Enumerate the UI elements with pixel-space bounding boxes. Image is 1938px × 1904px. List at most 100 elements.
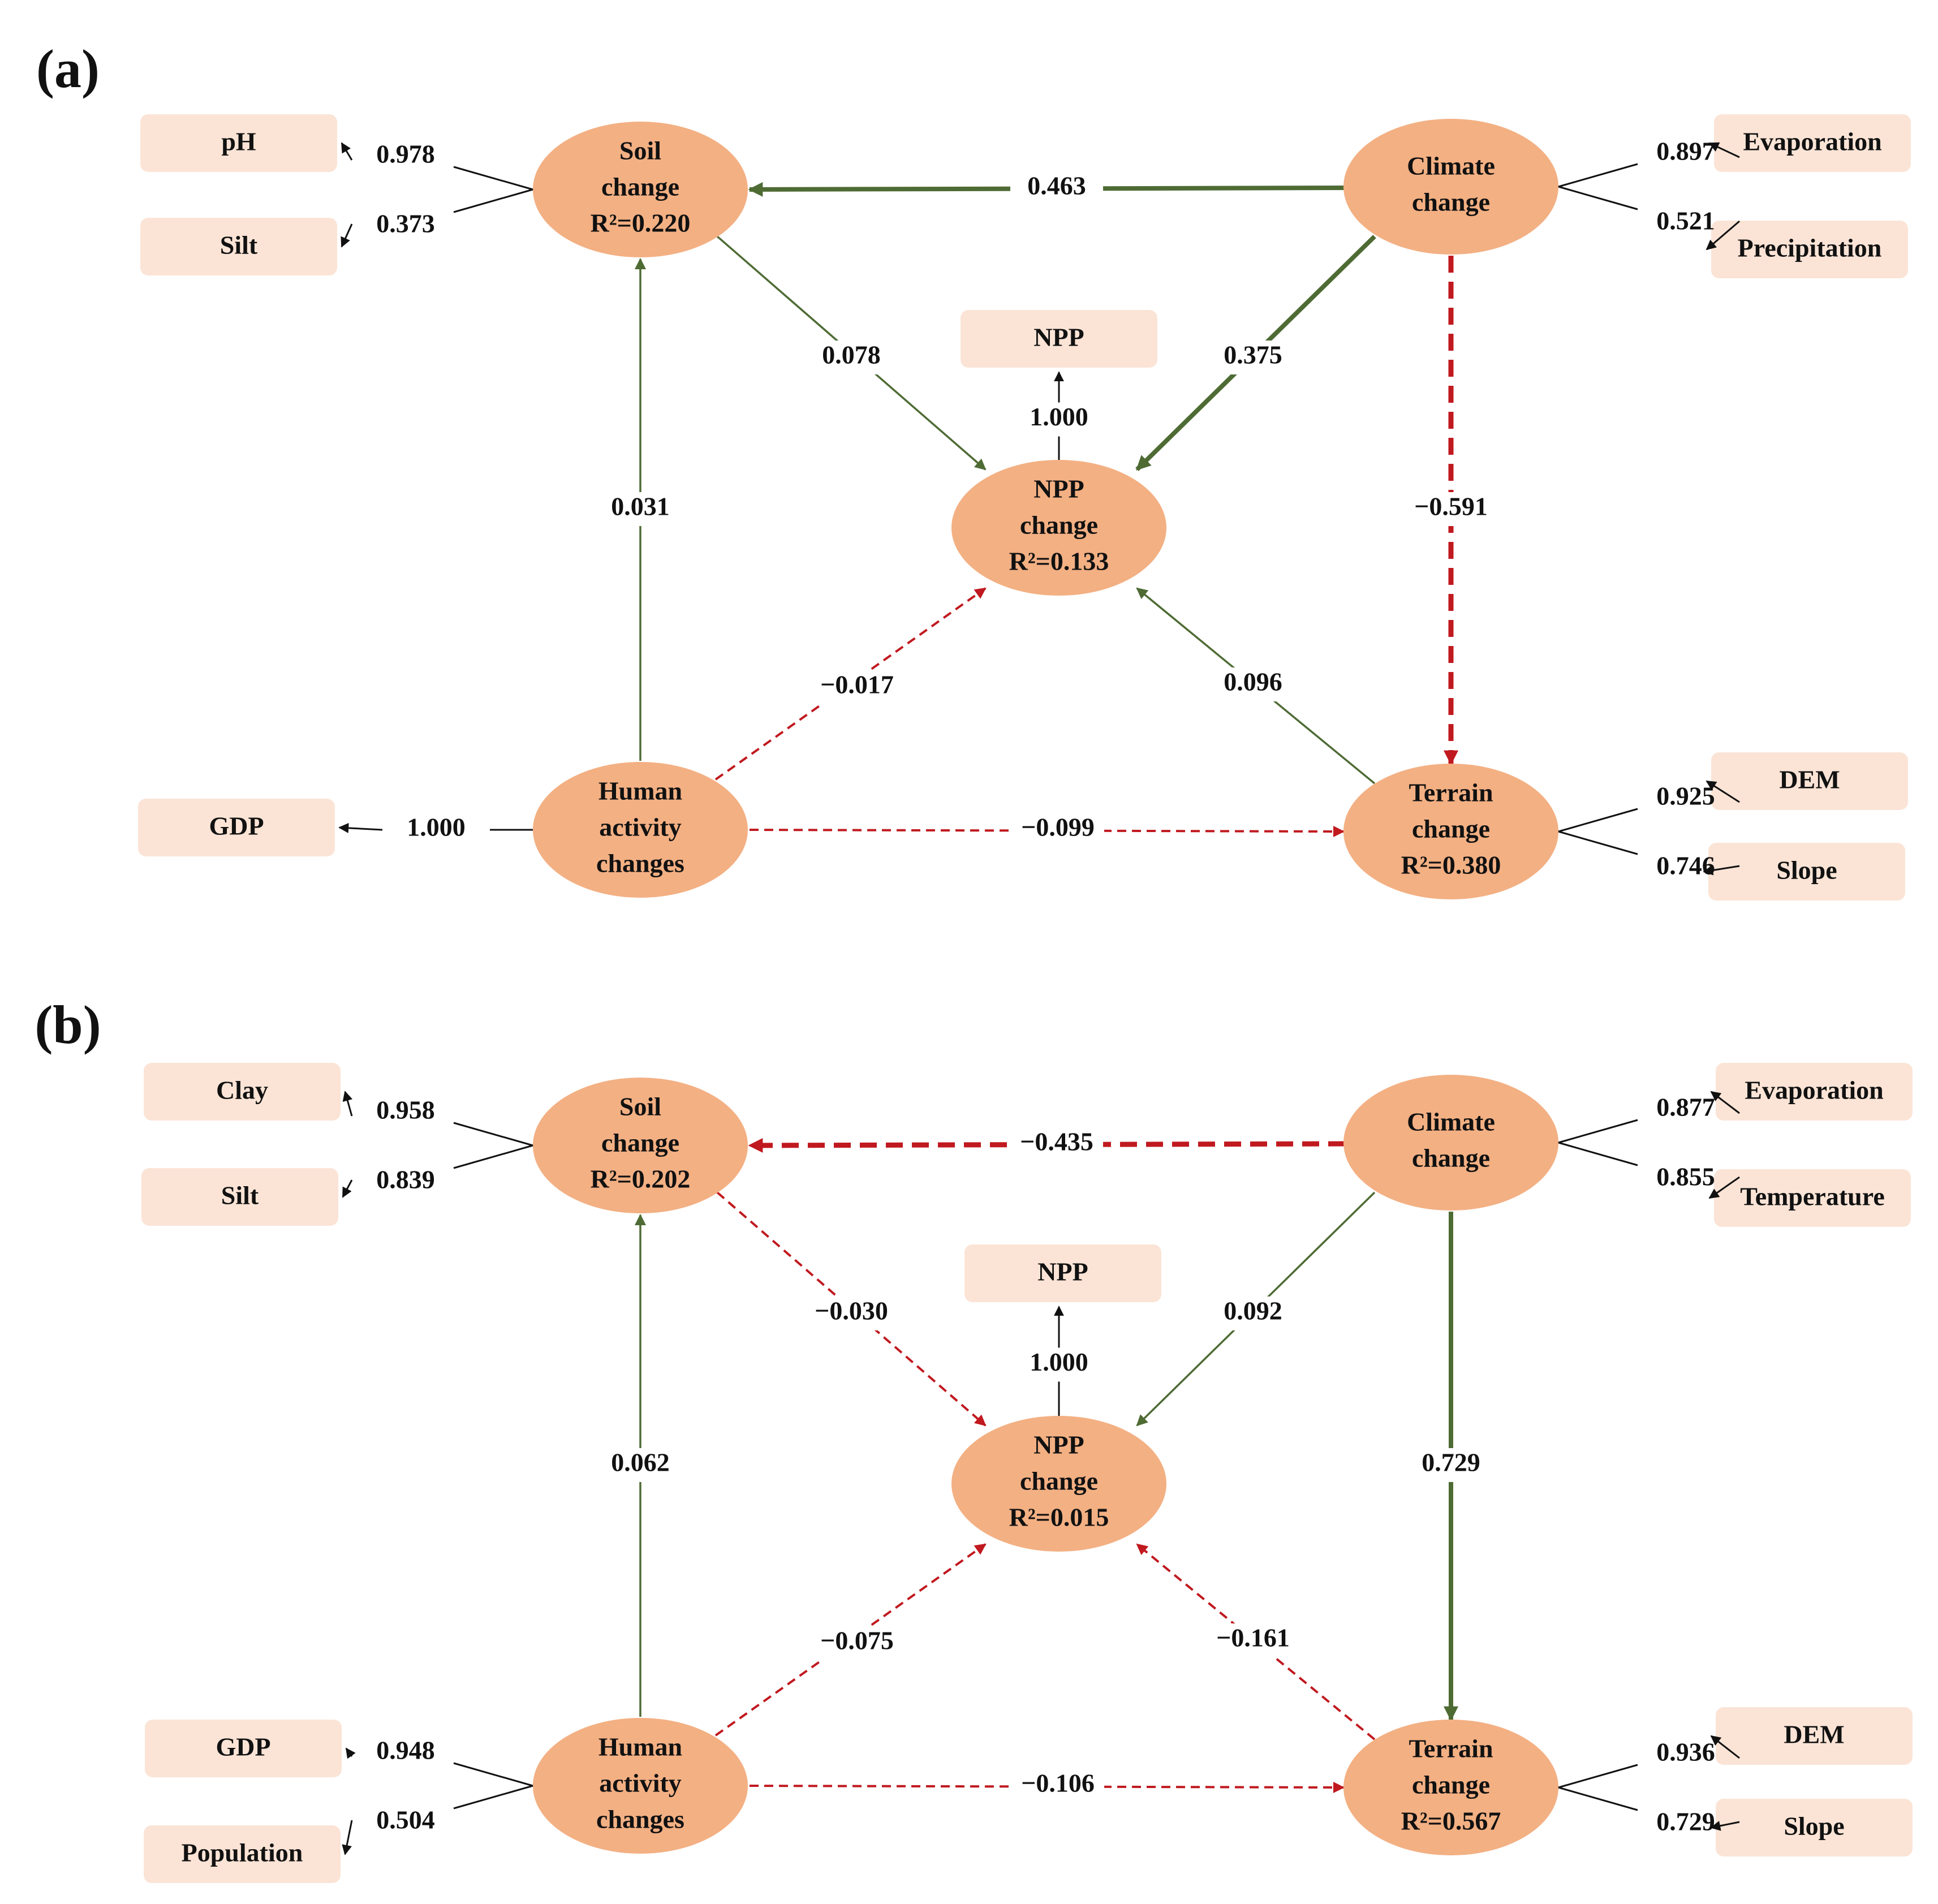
indicator-box bbox=[1708, 843, 1905, 901]
construct-ellipse bbox=[1343, 1720, 1558, 1855]
indicator-loading: 0.839 bbox=[376, 1165, 435, 1194]
construct-label-line: R²=0.567 bbox=[1401, 1807, 1501, 1836]
loading-arrow bbox=[338, 822, 383, 833]
indicator-loading: 1.000 bbox=[1030, 1347, 1088, 1376]
indicator-name: Evaporation bbox=[1745, 1076, 1883, 1105]
indicator-loading: 0.877 bbox=[1656, 1093, 1715, 1122]
construct-label-line: R²=0.220 bbox=[591, 209, 691, 238]
indicator-name: Clay bbox=[216, 1076, 268, 1105]
construct-label-line: change bbox=[1412, 1144, 1490, 1173]
loading-arrow bbox=[341, 142, 353, 161]
construct-label-line: NPP bbox=[1033, 1431, 1084, 1459]
indicator-name: Population bbox=[182, 1838, 303, 1867]
indicator-loading: 1.000 bbox=[1030, 402, 1088, 431]
indicator-human-1: Population 0.504 bbox=[144, 1785, 533, 1883]
loading-arrow bbox=[342, 1820, 353, 1855]
loading-arrow bbox=[1706, 780, 1740, 803]
indicator-name: NPP bbox=[1037, 1257, 1088, 1286]
loading-line bbox=[1558, 1119, 1638, 1144]
indicator-name: Slope bbox=[1776, 856, 1837, 885]
path-coefficient: −0.591 bbox=[1414, 492, 1488, 521]
indicator-box bbox=[961, 310, 1157, 368]
construct-label-line: Soil bbox=[619, 1092, 661, 1121]
construct-ellipse bbox=[533, 762, 748, 898]
loading-arrow bbox=[345, 1747, 356, 1759]
loading-line bbox=[1558, 1141, 1638, 1166]
path-label-bg bbox=[805, 1296, 898, 1330]
loading-line bbox=[1558, 1764, 1638, 1789]
loading-arrow bbox=[342, 1179, 353, 1198]
climate-change-construct: Climate change bbox=[1343, 119, 1558, 255]
indicator-loading: 0.729 bbox=[1656, 1807, 1715, 1836]
indicator-loading: 0.504 bbox=[376, 1806, 435, 1834]
path-label-bg bbox=[1207, 1296, 1299, 1330]
path-label-bg bbox=[1207, 667, 1299, 701]
construct-label-line: Human bbox=[598, 1733, 682, 1761]
loading-line bbox=[1558, 1786, 1638, 1811]
construct-label-line: R²=0.380 bbox=[1401, 851, 1501, 880]
construct-label-line: R²=0.015 bbox=[1009, 1503, 1109, 1532]
indicator-climate-0: Evaporation 0.877 bbox=[1558, 1063, 1913, 1144]
construct-label-line: change bbox=[1020, 1467, 1098, 1496]
loading-arrow bbox=[342, 1091, 353, 1117]
loading-arrow bbox=[1706, 220, 1740, 251]
path-coefficient: 0.729 bbox=[1422, 1448, 1480, 1477]
loading-line bbox=[1558, 186, 1638, 210]
indicator-loading: 1.000 bbox=[407, 813, 466, 842]
path-label-bg bbox=[1207, 341, 1299, 374]
indicator-box bbox=[140, 114, 337, 172]
indicator-name: NPP bbox=[1033, 323, 1084, 352]
path-coefficient: 0.096 bbox=[1224, 667, 1282, 696]
loading-arrow bbox=[1710, 1091, 1740, 1114]
indicator-soil-1: Silt 0.839 bbox=[141, 1144, 533, 1226]
indicator-name: DEM bbox=[1779, 765, 1840, 794]
indicator-npp-0: NPP 1.000 bbox=[961, 310, 1157, 460]
construct-ellipse bbox=[951, 1416, 1166, 1552]
construct-label-line: Climate bbox=[1407, 152, 1495, 180]
loading-line bbox=[1558, 830, 1638, 855]
path-coefficient: −0.030 bbox=[815, 1296, 888, 1325]
indicator-name: Precipitation bbox=[1738, 234, 1882, 262]
indicator-box bbox=[964, 1244, 1161, 1302]
construct-ellipse bbox=[1343, 1075, 1558, 1211]
construct-label-line: Human bbox=[598, 777, 682, 805]
path-coefficient: 0.092 bbox=[1224, 1296, 1282, 1325]
path-label-bg bbox=[811, 1626, 903, 1660]
indicator-box bbox=[1716, 1707, 1913, 1765]
indicator-soil-0: pH 0.978 bbox=[140, 114, 533, 191]
construct-label-line: change bbox=[1020, 511, 1098, 540]
indicator-loading: 0.978 bbox=[376, 140, 435, 169]
construct-label-line: change bbox=[1412, 188, 1490, 217]
path-label-bg bbox=[1207, 1623, 1299, 1657]
loading-arrow bbox=[1708, 1176, 1740, 1199]
indicator-box bbox=[1711, 221, 1908, 278]
construct-label-line: change bbox=[1412, 1771, 1490, 1799]
indicator-name: Temperature bbox=[1740, 1182, 1885, 1211]
path-coefficient: −0.099 bbox=[1021, 813, 1095, 842]
loading-arrow bbox=[1708, 142, 1740, 158]
construct-label-line: activity bbox=[599, 1769, 682, 1798]
indicator-loading: 0.746 bbox=[1656, 851, 1715, 880]
path-coefficient: −0.435 bbox=[1020, 1127, 1093, 1156]
indicator-name: pH bbox=[221, 127, 256, 156]
indicator-box bbox=[138, 799, 335, 856]
construct-ellipse bbox=[533, 122, 748, 257]
panel-label: (b) bbox=[35, 994, 101, 1055]
indicator-name: Silt bbox=[221, 1181, 259, 1210]
indicator-name: GDP bbox=[209, 812, 264, 841]
construct-label-line: Soil bbox=[619, 136, 661, 165]
indicator-loading: 0.373 bbox=[376, 209, 435, 238]
path-label-bg bbox=[811, 670, 903, 704]
indicator-terrain-1: Slope 0.746 bbox=[1558, 830, 1905, 901]
